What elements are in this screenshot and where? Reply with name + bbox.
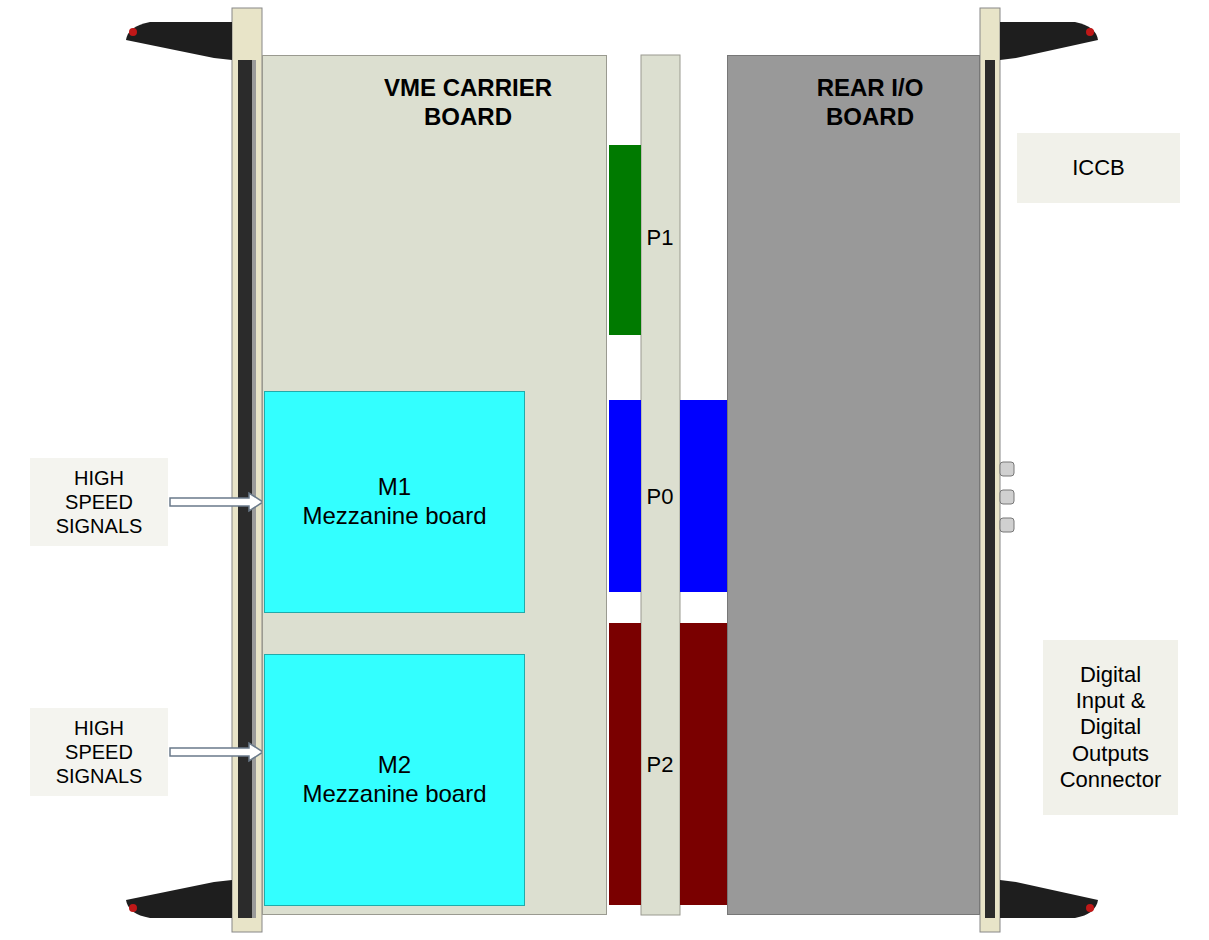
p0-connector xyxy=(609,400,641,592)
connector-name: P0 xyxy=(647,484,674,510)
signal-arrow xyxy=(170,493,263,511)
node-text: ICCB xyxy=(1072,155,1125,181)
mezzanine-board: M1Mezzanine board xyxy=(264,391,525,613)
iccb-label-box: ICCB xyxy=(1017,133,1180,203)
rear-io-board: REAR I/O BOARD xyxy=(727,55,980,915)
connector-name: P2 xyxy=(647,752,674,778)
node-text: HIGH SPEED SIGNALS xyxy=(49,466,149,538)
p2-connector xyxy=(609,623,641,905)
p1-connector xyxy=(609,145,641,335)
signal-label-box: HIGH SPEED SIGNALS xyxy=(30,708,168,796)
signal-label-box: HIGH SPEED SIGNALS xyxy=(30,458,168,546)
signal-arrow xyxy=(170,743,263,761)
node-text: HIGH SPEED SIGNALS xyxy=(49,716,149,788)
node-text: M2 xyxy=(378,751,411,780)
p0-rear-connector xyxy=(680,400,727,592)
connector-name: P1 xyxy=(647,225,674,251)
board-title: VME CARRIER BOARD xyxy=(383,74,553,132)
board-title: REAR I/O BOARD xyxy=(800,74,940,132)
node-text: Mezzanine board xyxy=(302,502,486,531)
node-text: Digital Input & Digital Outputs Connecto… xyxy=(1055,662,1167,794)
mezzanine-board: M2Mezzanine board xyxy=(264,654,525,906)
p2-rear-connector xyxy=(680,623,727,905)
connector-label-box: Digital Input & Digital Outputs Connecto… xyxy=(1043,640,1178,815)
node-text: M1 xyxy=(378,473,411,502)
node-text: Mezzanine board xyxy=(302,780,486,809)
backplane-strip xyxy=(641,55,680,915)
carrier-board: VME CARRIER BOARDM1Mezzanine boardM2Mezz… xyxy=(262,55,607,915)
